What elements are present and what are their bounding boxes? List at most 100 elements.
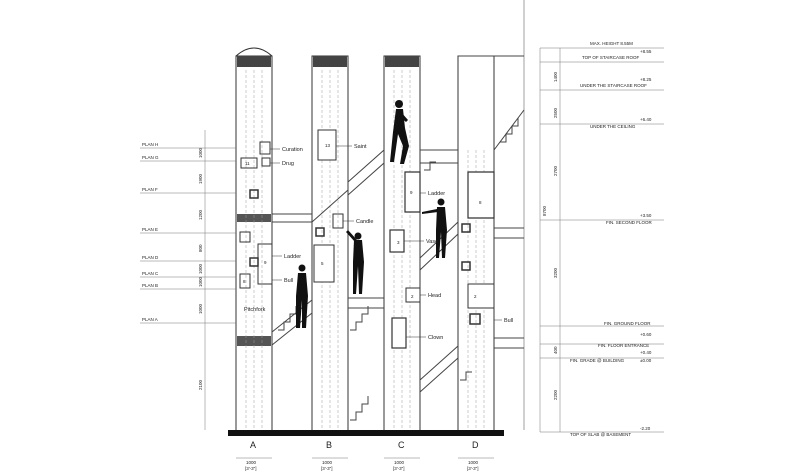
right-dimension: 400 (553, 346, 558, 354)
level-value: -2.20 (640, 426, 651, 431)
column-width: 1000 (394, 460, 405, 465)
left-dimension: 1900 (198, 173, 203, 184)
left-dimension: 1000 (198, 276, 203, 287)
box-drug (261, 157, 271, 167)
label-clown: Clown (428, 335, 443, 341)
column-dimensions: 1000 1000 1000 1000 [3'-3"] [3'-3"] [3'-… (236, 457, 494, 471)
box-8 (239, 273, 251, 289)
niche-5 (313, 244, 335, 283)
level-value: +6.40 (640, 117, 652, 122)
label-bull-d: Bull (504, 318, 513, 324)
niche-8d (467, 171, 495, 219)
level-marks: MAX. HEIGHT 8.55M TOP OF STAIRCASE ROOF … (539, 41, 664, 437)
tower-c-cap (385, 56, 419, 67)
box-d1 (461, 223, 471, 233)
box-number: 3 (397, 240, 400, 245)
box-number: 9 (410, 190, 413, 195)
column-width-imperial: [3'-3"] (467, 466, 478, 471)
niche-9c (404, 171, 421, 213)
box-saint (317, 129, 337, 161)
right-dimension: 3200 (553, 267, 558, 278)
level-label: TOP OF SLAB @ BASEMENT (570, 432, 631, 437)
box-numbers: 13 11 9 8 5 9 8 2 2 3 (243, 143, 482, 299)
tower-b-cap (313, 56, 347, 67)
level-label: MAX. HEIGHT 8.55M (590, 41, 633, 46)
figure-standing-a (296, 264, 308, 328)
tower-b (311, 55, 349, 432)
box-number: 8 (479, 200, 482, 205)
level-value: ±0.00 (640, 358, 652, 363)
figure-pointing-d (422, 198, 447, 258)
plan-label: PLAN A (142, 317, 158, 322)
box-number: 2 (411, 294, 414, 299)
plan-label: PLAN H (142, 142, 158, 147)
level-label: UNDER THE STAIRCASE ROOF (580, 83, 647, 88)
label-head: Head (428, 293, 441, 299)
figure-reaching-b (346, 230, 364, 294)
box-number: 11 (245, 161, 250, 166)
box-bull-d (469, 313, 481, 325)
plan-label: PLAN E (142, 227, 158, 232)
left-dimension: 1000 (198, 147, 203, 158)
level-label: TOP OF STAIRCASE ROOF (582, 55, 640, 60)
column-width-imperial: [3'-3"] (321, 466, 332, 471)
label-drug: Drug (282, 161, 294, 167)
label-ladder-a: Ladder (284, 254, 301, 260)
box-11 (240, 157, 258, 169)
column-letter: B (326, 440, 332, 450)
column-letter: A (250, 440, 256, 450)
label-bull-a: Bull (284, 278, 293, 284)
label-candle: Candle (356, 219, 373, 225)
plan-label: PLAN D (142, 255, 159, 260)
figure-climbing-c (390, 100, 409, 164)
plan-label: PLAN C (142, 271, 159, 276)
level-value: +3.50 (640, 213, 652, 218)
box-b1 (315, 227, 325, 237)
tower-a (235, 47, 273, 432)
column-width: 1000 (246, 460, 257, 465)
right-dimension: 2500 (553, 107, 558, 118)
level-value: +8.25 (640, 77, 652, 82)
right-dimension: 1400 (553, 71, 558, 82)
box-number: 13 (325, 143, 331, 148)
plan-levels: PLAN H PLAN G PLAN F PLAN E PLAN D PLAN … (140, 130, 236, 430)
left-dimension: 800 (198, 244, 203, 252)
box-f (249, 189, 259, 199)
column-width: 1000 (468, 460, 479, 465)
left-dimension: 1000 (198, 303, 203, 314)
level-label: FIN. GROUND FLOOR (604, 321, 651, 326)
niche-9a (257, 243, 273, 285)
label-ladder-c: Ladder (428, 191, 445, 197)
box-clown (391, 317, 407, 349)
label-pitchfork: Pitchfork (244, 307, 266, 313)
level-value: +8.55 (640, 49, 652, 54)
level-label: FIN. SECOND FLOOR (606, 220, 653, 225)
tower-d (457, 55, 495, 432)
ground-slab (228, 430, 504, 436)
box-number: 8 (243, 279, 246, 284)
left-dimension: 1200 (198, 209, 203, 220)
plan-label: PLAN G (142, 155, 159, 160)
tower-a-dome (235, 47, 273, 57)
column-letter: C (398, 440, 405, 450)
column-width: 1000 (322, 460, 333, 465)
label-vase: Vase (426, 239, 438, 245)
human-figures (296, 100, 447, 328)
right-dimension: 2700 (553, 165, 558, 176)
left-dimension: 2100 (198, 379, 203, 390)
level-label: FIN. FLOOR ENTRANCE (598, 343, 649, 348)
level-label: FIN. GRADE @ BUILDING (570, 358, 625, 363)
box-d (239, 231, 251, 243)
box-number: 5 (321, 261, 324, 266)
column-width-imperial: [3'-3"] (245, 466, 256, 471)
label-saint: Saint (354, 144, 367, 150)
tower-a-cap (237, 56, 271, 67)
box-number: 9 (264, 260, 267, 265)
right-dimension: 2200 (553, 389, 558, 400)
level-value: +0.40 (640, 350, 652, 355)
plan-label: PLAN F (142, 187, 158, 192)
column-letter: D (472, 440, 479, 450)
object-labels (270, 145, 502, 338)
level-label: UNDER THE CEILING (590, 124, 636, 129)
